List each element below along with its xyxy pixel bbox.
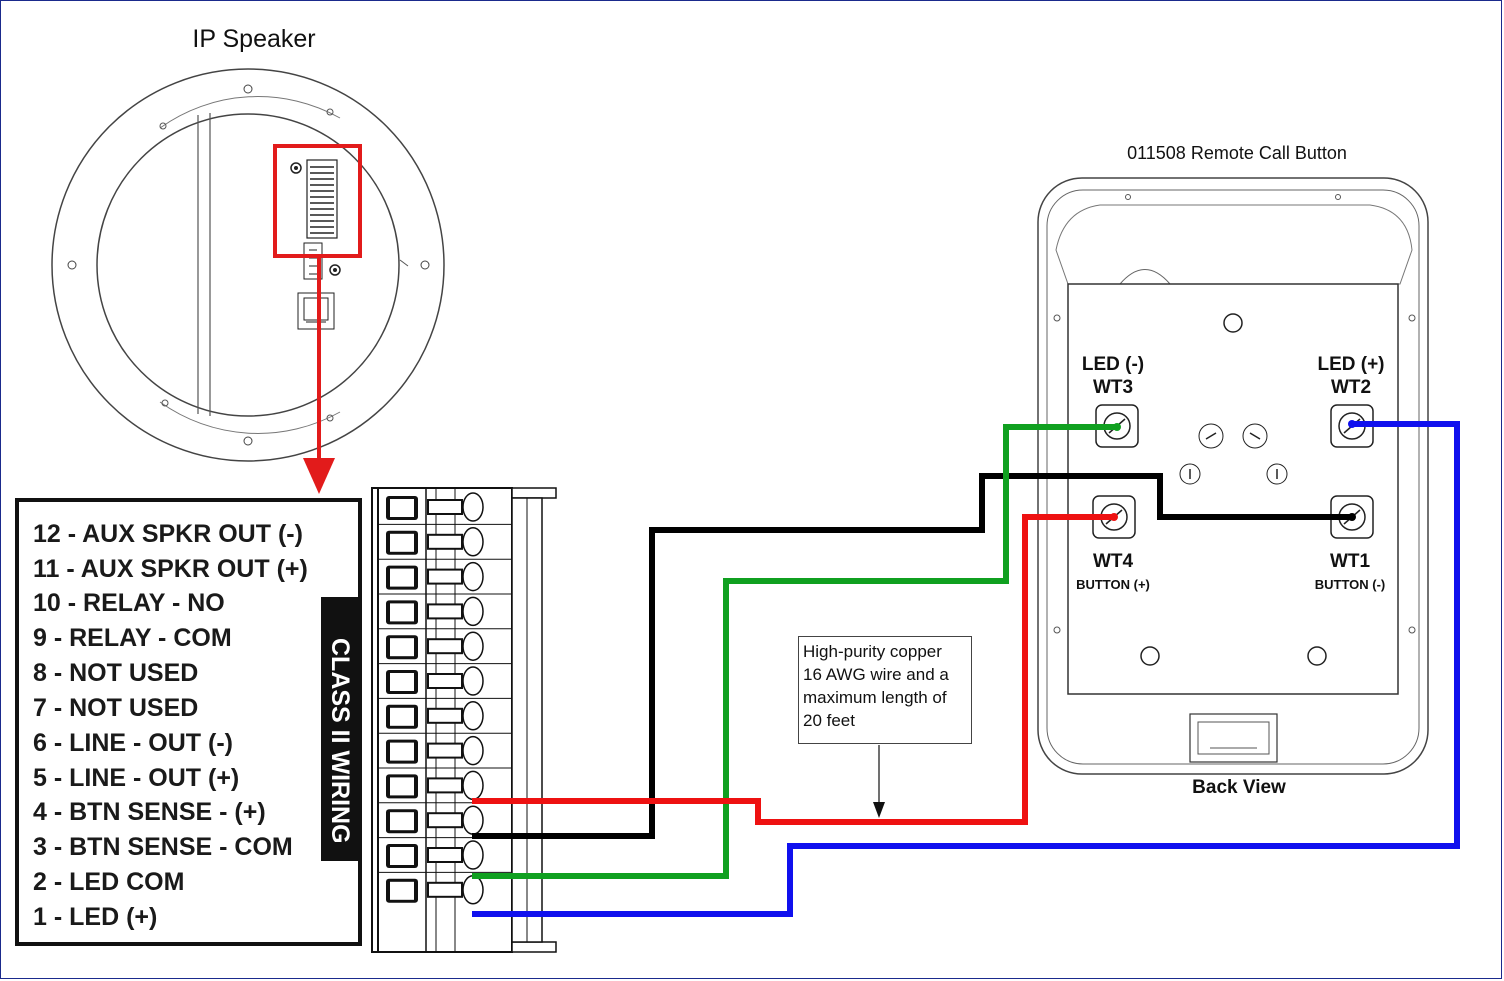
- wire-spec-note: High-purity copper 16 AWG wire and a max…: [798, 636, 972, 744]
- call-button-title: 011508 Remote Call Button: [1127, 143, 1347, 163]
- wt1-function-label: BUTTON (-): [1315, 577, 1386, 592]
- terminal-slot: [378, 666, 512, 699]
- pin-legend-box: [15, 498, 362, 946]
- terminal-slot: [378, 492, 512, 525]
- pin-10-label: 10 - RELAY - NO: [33, 589, 225, 617]
- ip-speaker: IP Speaker: [51, 25, 445, 494]
- terminal-slot: [378, 701, 512, 734]
- wt3-label: WT3: [1093, 377, 1133, 398]
- pin-6-label: 6 - LINE - OUT (-): [33, 729, 233, 757]
- wire-pin2-to-wt3: [472, 424, 1117, 879]
- wt4-label: WT4: [1093, 551, 1134, 572]
- pin-9-label: 9 - RELAY - COM: [33, 624, 232, 652]
- pin-12-label: 12 - AUX SPKR OUT (-): [33, 520, 303, 548]
- pin-1-label: 1 - LED (+): [33, 903, 157, 931]
- pin-8-label: 8 - NOT USED: [33, 659, 198, 687]
- wire-pin3-to-wt1: [472, 473, 1352, 839]
- wt2-function-label: LED (+): [1317, 354, 1384, 375]
- terminal-block: [371, 487, 557, 953]
- wt3-function-label: LED (-): [1082, 354, 1144, 375]
- speaker-title: IP Speaker: [192, 25, 315, 53]
- terminal-slot: [378, 805, 512, 839]
- wire-pin4-to-wt4: [472, 514, 1114, 825]
- wt1-wire-dot: [1348, 513, 1356, 521]
- wt1-label: WT1: [1330, 551, 1371, 572]
- terminal-slots: [378, 492, 512, 905]
- terminal-slot: [378, 840, 512, 873]
- class-ii-label: CLASS II WIRING: [326, 638, 354, 844]
- terminal-slot: [378, 770, 512, 804]
- pin-11-label: 11 - AUX SPKR OUT (+): [33, 555, 308, 583]
- speaker-inner-ring: [96, 113, 400, 417]
- wt2-wire-dot: [1348, 420, 1356, 428]
- pin-7-label: 7 - NOT USED: [33, 694, 198, 722]
- pin-5-label: 5 - LINE - OUT (+): [33, 764, 239, 792]
- wt2-label: WT2: [1331, 377, 1371, 398]
- pin-legend: CLASS II WIRING 12 - AUX SPKR OUT (-) 11…: [15, 498, 362, 946]
- speaker-outer-ring: [51, 68, 445, 462]
- note-line-3: maximum length of: [803, 688, 947, 707]
- terminal-slot: [378, 527, 512, 560]
- call-button-plate: [1067, 283, 1399, 695]
- terminal-slot: [378, 596, 512, 630]
- note-arrow-head: [873, 802, 885, 818]
- back-view-label: Back View: [1192, 777, 1286, 798]
- terminal-slot: [378, 735, 512, 769]
- terminal-slot: [386, 875, 484, 905]
- note-line-2: 16 AWG wire and a: [803, 665, 949, 684]
- note-line-1: High-purity copper: [803, 642, 942, 661]
- terminal-slot: [378, 561, 512, 595]
- remote-call-button: 011508 Remote Call Button Back View: [1037, 143, 1429, 798]
- pin-2-label: 2 - LED COM: [33, 868, 184, 896]
- class-ii-label-bar: [321, 597, 361, 861]
- pin-4-label: 4 - BTN SENSE - (+): [33, 798, 266, 826]
- wt3-wire-dot: [1113, 423, 1121, 431]
- pin-3-label: 3 - BTN SENSE - COM: [33, 833, 293, 861]
- note-line-4: 20 feet: [803, 711, 855, 730]
- wt4-function-label: BUTTON (+): [1076, 577, 1150, 592]
- highlight-arrow-head: [303, 458, 335, 494]
- wt4-wire-dot: [1110, 513, 1118, 521]
- wire-pin1-to-wt2: [472, 421, 1460, 917]
- terminal-slot: [378, 631, 512, 665]
